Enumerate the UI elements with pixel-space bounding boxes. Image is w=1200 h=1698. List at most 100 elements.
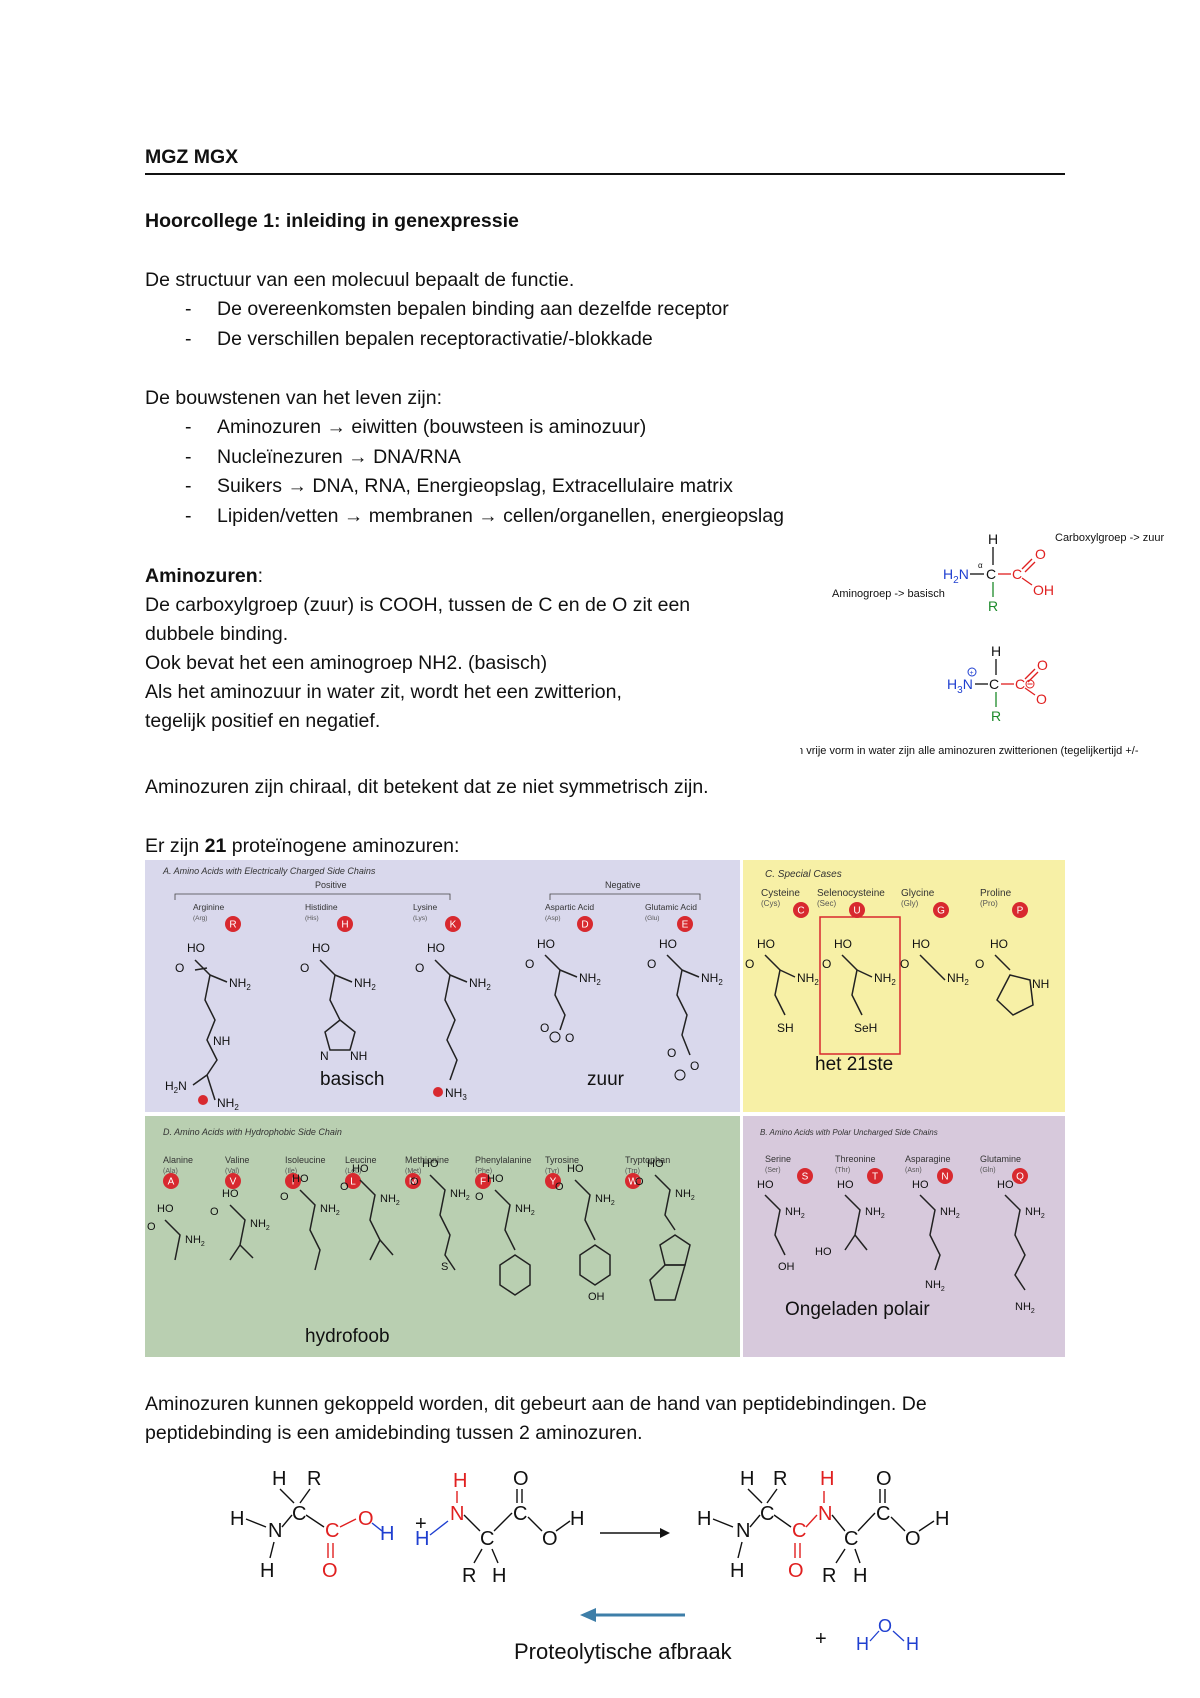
amino-acid-letter-code: U bbox=[853, 906, 860, 917]
reaction-arrow-head bbox=[660, 1528, 670, 1538]
amino-acid-name: Aspartic Acid bbox=[545, 902, 594, 912]
svg-text:O: O bbox=[647, 957, 656, 971]
svg-text:C: C bbox=[792, 1520, 806, 1542]
panel-a-title: A. Amino Acids with Electrically Charged… bbox=[162, 866, 376, 876]
svg-text:NH3: NH3 bbox=[445, 1086, 467, 1102]
label-hydrophobic: hydrofoob bbox=[305, 1326, 390, 1347]
peptide-line: Aminozuren kunnen gekoppeld worden, dit … bbox=[145, 1393, 927, 1415]
svg-text:O: O bbox=[667, 1046, 676, 1060]
amino-acid-abbreviation: (Glu) bbox=[645, 915, 659, 922]
amino-acid-name: Tryptophan bbox=[625, 1155, 670, 1165]
svg-text:O: O bbox=[822, 957, 831, 971]
svg-text:H: H bbox=[906, 1634, 919, 1654]
svg-text:HO: HO bbox=[837, 1179, 854, 1191]
amino-acid-letter-code: F bbox=[480, 1177, 486, 1188]
amino-acid-name: Asparagine bbox=[905, 1154, 951, 1164]
svg-text:NH2: NH2 bbox=[874, 971, 896, 987]
header-rule bbox=[145, 173, 1065, 175]
svg-text:N: N bbox=[268, 1520, 282, 1542]
svg-text:HO: HO bbox=[487, 1173, 504, 1185]
svg-text:NH2: NH2 bbox=[947, 971, 969, 987]
amino-acid-name: Threonine bbox=[835, 1154, 876, 1164]
amino-group-label: Aminogroep -> basisch bbox=[832, 588, 945, 600]
amino-acid-abbreviation: (Leu) bbox=[345, 1168, 361, 1175]
positive-bracket bbox=[174, 893, 451, 900]
svg-text:O: O bbox=[475, 1191, 484, 1203]
svg-text:O: O bbox=[540, 1021, 549, 1035]
svg-text:H: H bbox=[853, 1565, 867, 1587]
amino-acid-name: Valine bbox=[225, 1155, 249, 1165]
svg-text:HO: HO bbox=[990, 937, 1008, 951]
amino-acid-letter-code: R bbox=[229, 920, 236, 931]
amino-acid-letter-code: T bbox=[872, 1172, 878, 1183]
amino-acid-letter-code: S bbox=[802, 1172, 809, 1183]
svg-text:R: R bbox=[988, 598, 998, 614]
svg-text:C: C bbox=[760, 1503, 774, 1525]
svg-text:C: C bbox=[989, 676, 999, 692]
amino-line: Als het aminozuur in water zit, wordt he… bbox=[145, 681, 622, 703]
amino-acid-letter-badge bbox=[849, 902, 865, 918]
amino-acid-abbreviation: (Arg) bbox=[193, 915, 207, 922]
svg-text:HO: HO bbox=[222, 1188, 239, 1200]
panel-d-structures bbox=[164, 1174, 691, 1301]
svg-text:NH2: NH2 bbox=[1015, 1301, 1035, 1315]
amino-acid-letter-code: E bbox=[682, 920, 689, 931]
svg-text:H: H bbox=[453, 1470, 467, 1492]
building-blocks-intro: De bouwstenen van het leven zijn: bbox=[145, 387, 443, 409]
svg-text:NH2: NH2 bbox=[865, 1206, 885, 1220]
amino-acid-letter-code: K bbox=[450, 920, 457, 931]
svg-text:HO: HO bbox=[157, 1203, 174, 1215]
amino-acid-name: Proline bbox=[980, 888, 1012, 899]
amino-acid-1-bonds bbox=[245, 1488, 325, 1559]
svg-text:H: H bbox=[570, 1508, 584, 1530]
amino-acid-letter-code: C bbox=[797, 906, 804, 917]
svg-text:NH: NH bbox=[350, 1049, 367, 1063]
amino-acid-chart: A. Amino Acids with Electrically Charged… bbox=[145, 860, 1065, 1357]
svg-text:O: O bbox=[410, 1176, 419, 1188]
svg-text:NH2: NH2 bbox=[579, 971, 601, 987]
amino-acid-letter-badge bbox=[445, 916, 461, 932]
amino-acid-name: Cysteine bbox=[761, 888, 800, 899]
list-item: Suikers → DNA, RNA, Energieopslag, Extra… bbox=[145, 472, 784, 502]
svg-text:N: N bbox=[818, 1503, 832, 1525]
svg-text:C: C bbox=[513, 1503, 527, 1525]
amino-acid-name: Glutamic Acid bbox=[645, 902, 697, 912]
svg-text:SH: SH bbox=[777, 1021, 794, 1035]
amino-acid-general-formula: H H2N C α C O OH R Carboxylgroep -> zuur… bbox=[832, 531, 1164, 614]
svg-text:HO: HO bbox=[312, 941, 330, 955]
amino-acid-letter-badge bbox=[337, 916, 353, 932]
svg-text:O: O bbox=[280, 1191, 289, 1203]
svg-text:HO: HO bbox=[422, 1158, 439, 1170]
negative-bracket bbox=[549, 893, 701, 900]
svg-text:HO: HO bbox=[997, 1179, 1014, 1191]
lecture-title: Hoorcollege 1: inleiding in genexpressie bbox=[145, 210, 519, 232]
panel-b-polar bbox=[743, 1116, 1065, 1357]
svg-text:O: O bbox=[905, 1528, 921, 1550]
svg-text:HO: HO bbox=[292, 1173, 309, 1185]
svg-text:HO: HO bbox=[912, 937, 930, 951]
svg-text:O: O bbox=[635, 1176, 644, 1188]
panel-d-title: D. Amino Acids with Hydrophobic Side Cha… bbox=[163, 1127, 342, 1137]
svg-text:α: α bbox=[978, 561, 983, 570]
label-21st: het 21ste bbox=[815, 1054, 893, 1075]
amino-acid-name: Phenylalanine bbox=[475, 1155, 532, 1165]
amino-acid-letter-badge bbox=[625, 1173, 641, 1189]
amino-acid-name: Isoleucine bbox=[285, 1155, 326, 1165]
amino-acid-1-carboxyl bbox=[327, 1518, 357, 1558]
svg-text:C: C bbox=[325, 1520, 339, 1542]
amino-acid-letter-badge bbox=[285, 1173, 301, 1189]
svg-text:NH2: NH2 bbox=[675, 1188, 695, 1202]
amino-acid-letter-code: D bbox=[581, 920, 588, 931]
svg-text:O: O bbox=[1036, 691, 1047, 707]
svg-text:SeH: SeH bbox=[854, 1021, 877, 1035]
svg-text:H: H bbox=[820, 1468, 834, 1490]
svg-text:NH: NH bbox=[213, 1034, 230, 1048]
svg-text:O: O bbox=[513, 1468, 529, 1490]
svg-text:NH2: NH2 bbox=[469, 976, 491, 992]
peptide-line: peptidebinding is een amidebinding tusse… bbox=[145, 1422, 643, 1444]
list-item: De verschillen bepalen receptoractivatie… bbox=[145, 325, 729, 355]
